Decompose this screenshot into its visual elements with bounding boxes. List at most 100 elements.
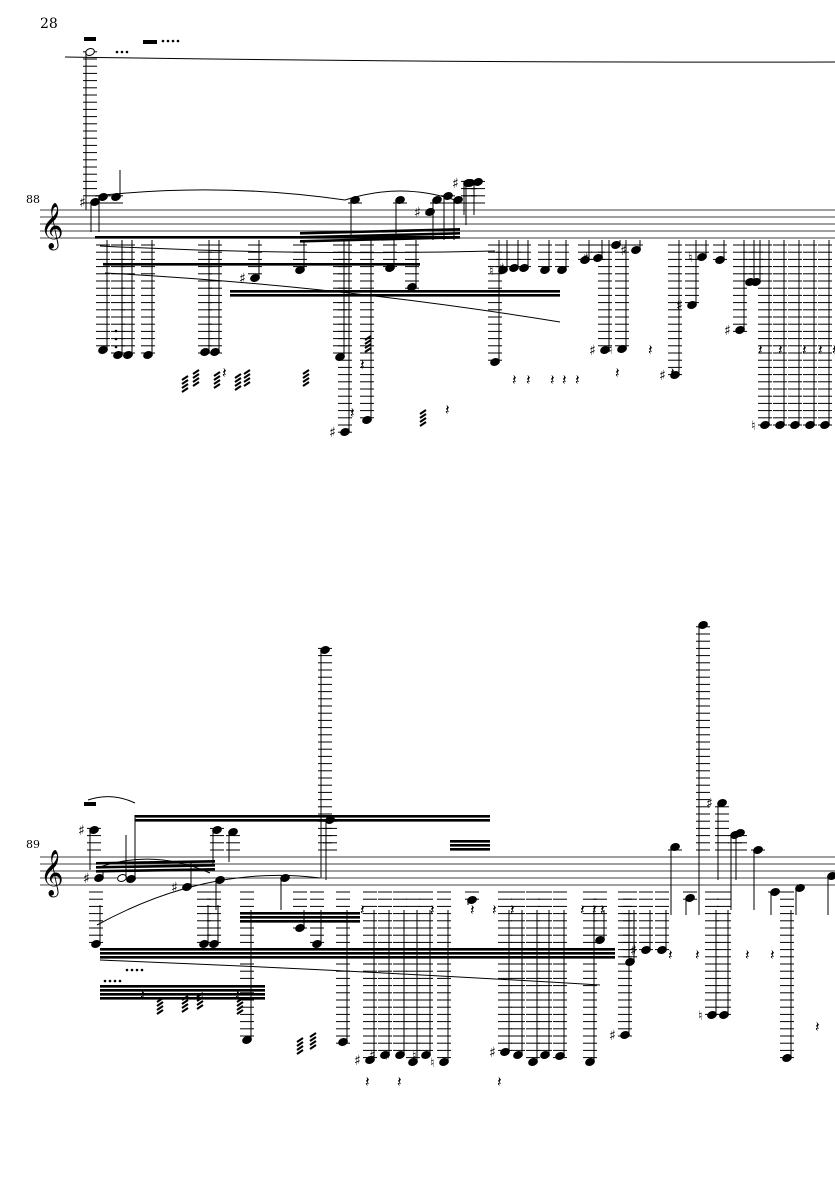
tremolo-stroke <box>309 1036 317 1042</box>
beam <box>300 236 460 243</box>
tremolo-stroke <box>192 373 200 379</box>
tremolo-stroke <box>196 1000 204 1006</box>
natural-icon: ♮ <box>751 419 756 434</box>
tremolo-stroke <box>181 387 189 393</box>
tremolo-stroke <box>243 373 251 379</box>
tremolo-stroke <box>156 997 164 1003</box>
quarter-rest-icon: 𝄽 <box>512 371 517 389</box>
beam <box>96 860 215 865</box>
tremolo-stroke <box>296 1037 304 1043</box>
sharp-icon: ♯ <box>706 796 713 812</box>
beam <box>135 815 490 818</box>
tremolo-stroke <box>419 413 427 419</box>
tremolo-stroke <box>419 417 427 423</box>
quarter-rest-icon: 𝄽 <box>526 371 531 389</box>
quarter-rest-icon: 𝄽 <box>670 364 675 382</box>
tremolo-stroke <box>156 1001 164 1007</box>
tremolo-stroke <box>213 371 221 377</box>
dot <box>114 337 118 341</box>
sharp-icon: ♯ <box>582 251 589 267</box>
dot <box>118 979 122 983</box>
quarter-rest-icon: 𝄽 <box>492 901 497 919</box>
quarter-rest-icon: 𝄽 <box>235 986 240 1004</box>
dot <box>115 50 119 54</box>
quarter-rest-icon: 𝄽 <box>600 901 605 919</box>
tremolo-stroke <box>243 381 251 387</box>
beam <box>240 920 360 923</box>
dot <box>176 39 180 43</box>
slur <box>94 189 346 201</box>
slur <box>344 190 456 201</box>
beam <box>450 840 490 843</box>
measure-number-89: 89 <box>26 838 40 851</box>
tremolo-stroke <box>196 992 204 998</box>
tremolo-stroke <box>236 1001 244 1007</box>
dot <box>135 968 139 972</box>
dot <box>103 979 107 983</box>
tremolo-stroke <box>364 339 372 345</box>
slur <box>96 858 211 874</box>
quarter-rest-icon: 𝄽 <box>668 946 673 964</box>
sharp-icon: ♯ <box>452 176 459 192</box>
quarter-rest-icon: 𝄽 <box>360 901 365 919</box>
tremolo-stroke <box>296 1041 304 1047</box>
tremolo-stroke <box>181 383 189 389</box>
dot <box>108 979 112 983</box>
slur <box>104 272 561 323</box>
sharp-icon: ♯ <box>79 195 86 211</box>
quarter-rest-icon: 𝄽 <box>758 341 763 359</box>
dot <box>120 50 124 54</box>
beam <box>450 844 490 847</box>
slur <box>96 874 321 926</box>
tremolo-stroke <box>296 1045 304 1051</box>
sharp-icon: ♯ <box>239 271 246 287</box>
tremolo-stroke <box>243 369 251 375</box>
sharp-icon: ♯ <box>676 298 683 314</box>
whole-rest-icon <box>143 40 157 44</box>
dot <box>171 39 175 43</box>
quarter-rest-icon: 𝄽 <box>510 901 515 919</box>
tremolo-stroke <box>302 373 310 379</box>
sharp-icon: ♯ <box>498 261 505 277</box>
tremolo-stroke <box>364 347 372 353</box>
beam <box>100 985 265 988</box>
beam <box>103 263 420 266</box>
quarter-rest-icon: 𝄽 <box>562 371 567 389</box>
tremolo-stroke <box>181 995 189 1001</box>
slur <box>99 959 601 986</box>
beam <box>100 989 265 992</box>
sharp-icon: ♯ <box>171 880 178 896</box>
natural-icon: ♮ <box>698 1009 703 1024</box>
whole-rest-icon <box>84 37 96 41</box>
tremolo-stroke <box>302 369 310 375</box>
tremolo-stroke <box>181 375 189 381</box>
tremolo-stroke <box>181 1007 189 1013</box>
quarter-rest-icon: 𝄽 <box>818 341 823 359</box>
quarter-rest-icon: 𝄽 <box>695 946 700 964</box>
beam <box>100 948 615 951</box>
sharp-icon: ♯ <box>620 243 627 259</box>
tremolo-stroke <box>236 1005 244 1011</box>
natural-icon: ♮ <box>430 1056 435 1071</box>
dot <box>114 345 118 349</box>
whole-rest-icon <box>84 802 96 806</box>
beam <box>96 868 215 873</box>
beam <box>300 228 460 235</box>
natural-icon: ♮ <box>412 1049 417 1064</box>
dot <box>166 39 170 43</box>
quarter-rest-icon: 𝄽 <box>832 341 835 359</box>
treble-clef-icon: 𝄞 <box>40 203 64 251</box>
slur <box>87 796 136 804</box>
tremolo-stroke <box>192 377 200 383</box>
tremolo-stroke <box>213 383 221 389</box>
measure-number-88: 88 <box>26 193 40 206</box>
tremolo-stroke <box>236 997 244 1003</box>
quarter-rest-icon: 𝄽 <box>648 341 653 359</box>
tremolo-stroke <box>213 379 221 385</box>
quarter-rest-icon: 𝄽 <box>470 901 475 919</box>
natural-icon: ♮ <box>608 343 613 358</box>
page-number: 28 <box>40 16 58 32</box>
tremolo-stroke <box>234 385 242 391</box>
sharp-icon: ♯ <box>589 343 596 359</box>
